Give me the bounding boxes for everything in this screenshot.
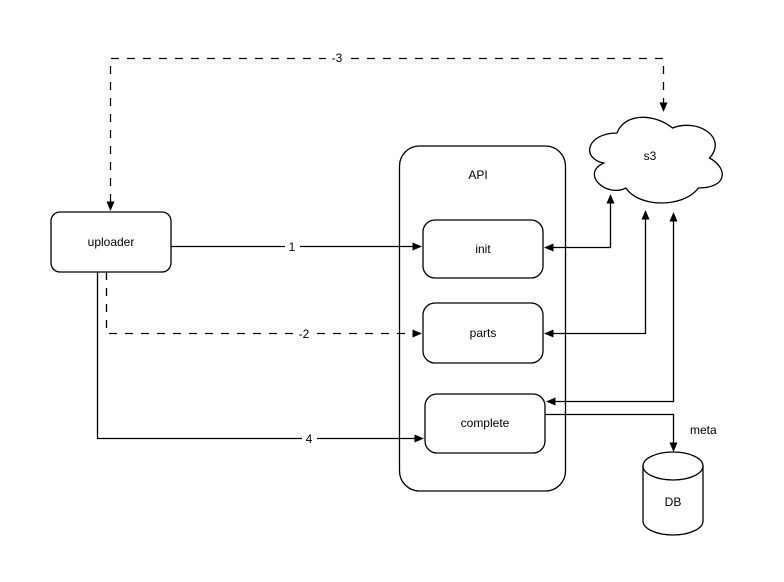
arrowhead-down-into-s3 xyxy=(659,102,668,112)
edge-uploader-init[interactable]: 1 xyxy=(171,240,422,254)
arrowhead-down-into-db xyxy=(669,442,678,452)
edge-label-bg xyxy=(326,51,348,65)
db-cylinder-top-arc xyxy=(642,465,704,481)
parts-label: parts xyxy=(470,326,497,340)
edge-label-bg xyxy=(285,240,300,254)
edge-complete-s3[interactable] xyxy=(546,212,678,406)
db-cylinder-shape xyxy=(642,451,704,536)
arrowhead-left-into-init xyxy=(544,243,554,252)
node-db[interactable]: DB xyxy=(642,451,704,536)
edge-init-s3[interactable] xyxy=(544,194,615,252)
node-init[interactable]: init xyxy=(422,219,544,279)
edge-label-bg xyxy=(294,327,315,341)
s3-cloud-shape xyxy=(589,116,723,204)
arrowhead-up-into-s3 xyxy=(641,210,650,220)
arrowhead-down-into-uploader xyxy=(106,201,115,211)
edge-label-bg xyxy=(302,432,317,446)
edge-complete-db[interactable]: meta xyxy=(545,413,722,453)
api-container-label: API xyxy=(468,168,487,182)
arrowhead-up-into-s3 xyxy=(606,194,615,204)
init-label: init xyxy=(475,242,491,256)
edge-uploader-complete[interactable]: 4 xyxy=(96,272,425,446)
arrowhead-right-into-init xyxy=(412,242,422,251)
node-api-container[interactable]: API xyxy=(398,145,567,492)
node-parts[interactable]: parts xyxy=(422,302,544,364)
edge-label-2: -2 xyxy=(299,327,310,341)
edge-label-meta: meta xyxy=(690,423,717,437)
edge-label-bg xyxy=(686,421,722,437)
edge-label-1: 1 xyxy=(289,240,296,254)
edge-uploader-s3[interactable]: -3 xyxy=(106,51,668,211)
edge-parts-s3[interactable] xyxy=(544,210,650,338)
edge-label-3: -3 xyxy=(332,51,343,65)
db-label: DB xyxy=(665,495,682,509)
arrowhead-up-into-s3 xyxy=(669,212,678,222)
node-uploader[interactable]: uploader xyxy=(50,211,172,273)
arrowhead-left-into-complete xyxy=(546,397,556,406)
arrowhead-right-into-parts xyxy=(412,329,422,338)
node-complete[interactable]: complete xyxy=(424,393,546,454)
edge-uploader-parts[interactable]: -2 xyxy=(105,272,423,341)
arrowhead-right-into-complete xyxy=(414,434,424,443)
s3-label: s3 xyxy=(644,149,657,163)
uploader-label: uploader xyxy=(88,235,135,249)
node-s3[interactable]: s3 xyxy=(589,116,723,204)
edge-label-4: 4 xyxy=(306,432,313,446)
complete-label: complete xyxy=(461,416,510,430)
arrowhead-left-into-parts xyxy=(544,329,554,338)
